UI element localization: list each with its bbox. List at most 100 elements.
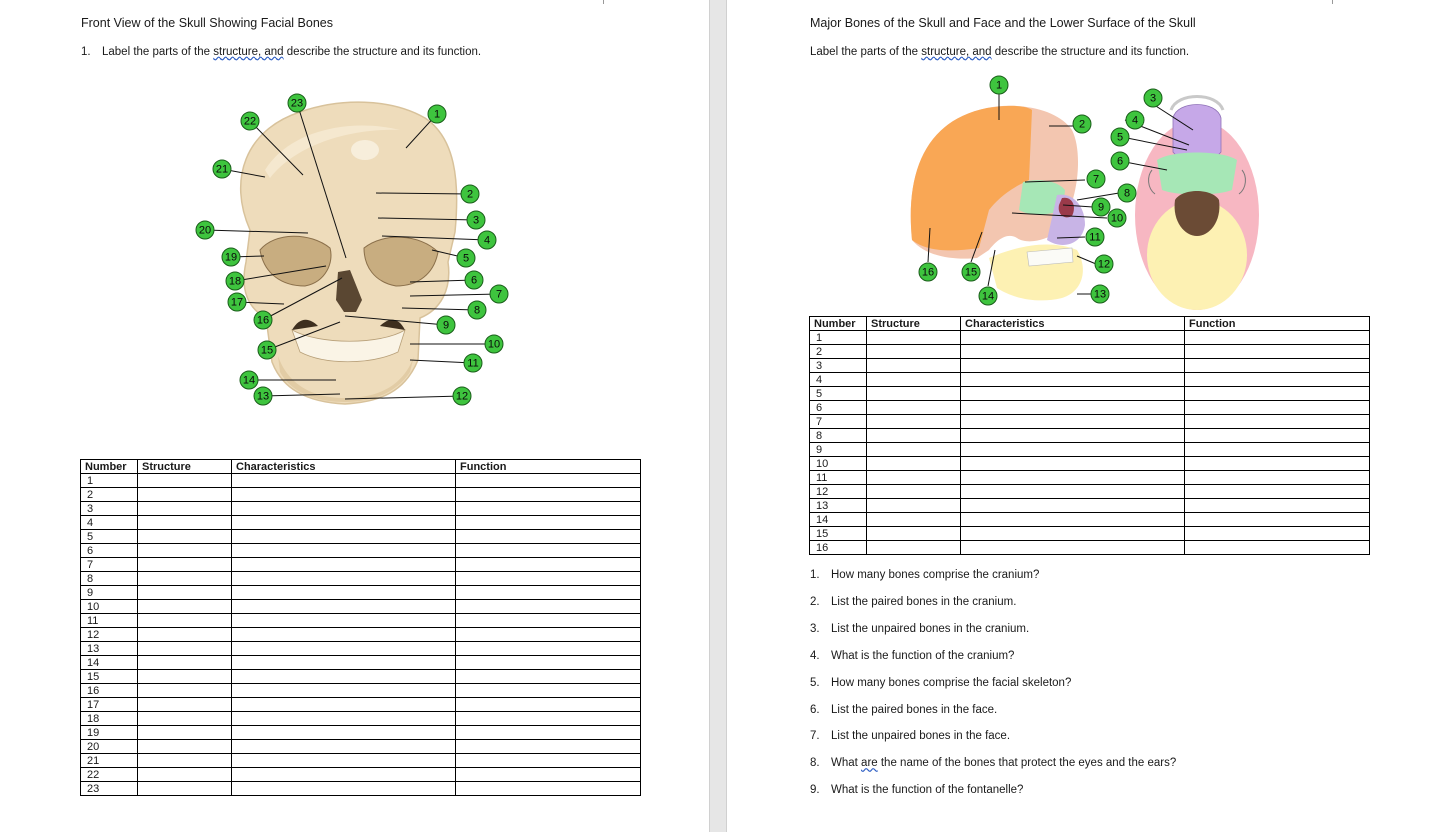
structure-cell[interactable] [866, 372, 961, 387]
characteristics-cell[interactable] [231, 669, 456, 684]
structure-cell[interactable] [137, 487, 232, 502]
function-cell[interactable] [455, 767, 641, 782]
characteristics-cell[interactable] [231, 473, 456, 488]
function-cell[interactable] [455, 585, 641, 600]
function-cell[interactable] [1184, 526, 1370, 541]
characteristics-cell[interactable] [960, 526, 1185, 541]
structure-cell[interactable] [137, 501, 232, 516]
structure-cell[interactable] [137, 739, 232, 754]
characteristics-cell[interactable] [960, 540, 1185, 555]
structure-cell[interactable] [137, 515, 232, 530]
characteristics-cell[interactable] [960, 428, 1185, 443]
structure-cell[interactable] [866, 498, 961, 513]
characteristics-cell[interactable] [960, 344, 1185, 359]
structure-cell[interactable] [137, 725, 232, 740]
function-cell[interactable] [455, 599, 641, 614]
structure-cell[interactable] [137, 781, 232, 796]
function-cell[interactable] [455, 543, 641, 558]
function-cell[interactable] [1184, 498, 1370, 513]
structure-cell[interactable] [137, 529, 232, 544]
characteristics-cell[interactable] [231, 557, 456, 572]
structure-cell[interactable] [137, 599, 232, 614]
structure-cell[interactable] [866, 512, 961, 527]
structure-cell[interactable] [137, 571, 232, 586]
function-cell[interactable] [455, 781, 641, 796]
characteristics-cell[interactable] [231, 501, 456, 516]
characteristics-cell[interactable] [960, 372, 1185, 387]
structure-cell[interactable] [137, 641, 232, 656]
structure-cell[interactable] [137, 627, 232, 642]
characteristics-cell[interactable] [231, 683, 456, 698]
characteristics-cell[interactable] [231, 613, 456, 628]
function-cell[interactable] [455, 697, 641, 712]
characteristics-cell[interactable] [960, 400, 1185, 415]
characteristics-cell[interactable] [231, 571, 456, 586]
characteristics-cell[interactable] [231, 627, 456, 642]
characteristics-cell[interactable] [960, 330, 1185, 345]
characteristics-cell[interactable] [231, 711, 456, 726]
structure-cell[interactable] [137, 655, 232, 670]
function-cell[interactable] [455, 557, 641, 572]
structure-cell[interactable] [137, 557, 232, 572]
structure-cell[interactable] [866, 442, 961, 457]
function-cell[interactable] [1184, 344, 1370, 359]
function-cell[interactable] [455, 683, 641, 698]
structure-cell[interactable] [866, 428, 961, 443]
function-cell[interactable] [455, 473, 641, 488]
function-cell[interactable] [455, 753, 641, 768]
structure-cell[interactable] [866, 358, 961, 373]
structure-cell[interactable] [866, 540, 961, 555]
function-cell[interactable] [455, 501, 641, 516]
function-cell[interactable] [455, 655, 641, 670]
characteristics-cell[interactable] [960, 442, 1185, 457]
characteristics-cell[interactable] [231, 515, 456, 530]
function-cell[interactable] [1184, 386, 1370, 401]
function-cell[interactable] [455, 711, 641, 726]
function-cell[interactable] [455, 613, 641, 628]
function-cell[interactable] [1184, 456, 1370, 471]
characteristics-cell[interactable] [231, 599, 456, 614]
characteristics-cell[interactable] [231, 641, 456, 656]
function-cell[interactable] [1184, 540, 1370, 555]
characteristics-cell[interactable] [231, 487, 456, 502]
function-cell[interactable] [455, 725, 641, 740]
characteristics-cell[interactable] [960, 484, 1185, 499]
structure-cell[interactable] [137, 669, 232, 684]
characteristics-cell[interactable] [960, 456, 1185, 471]
characteristics-cell[interactable] [231, 781, 456, 796]
function-cell[interactable] [1184, 400, 1370, 415]
structure-cell[interactable] [866, 386, 961, 401]
characteristics-cell[interactable] [231, 529, 456, 544]
characteristics-cell[interactable] [960, 470, 1185, 485]
function-cell[interactable] [455, 571, 641, 586]
structure-cell[interactable] [137, 697, 232, 712]
structure-cell[interactable] [866, 526, 961, 541]
structure-cell[interactable] [137, 585, 232, 600]
function-cell[interactable] [455, 627, 641, 642]
characteristics-cell[interactable] [960, 358, 1185, 373]
structure-cell[interactable] [866, 344, 961, 359]
function-cell[interactable] [1184, 512, 1370, 527]
function-cell[interactable] [455, 529, 641, 544]
structure-cell[interactable] [866, 456, 961, 471]
characteristics-cell[interactable] [231, 739, 456, 754]
characteristics-cell[interactable] [231, 655, 456, 670]
characteristics-cell[interactable] [231, 585, 456, 600]
structure-cell[interactable] [866, 414, 961, 429]
structure-cell[interactable] [137, 543, 232, 558]
structure-cell[interactable] [137, 473, 232, 488]
function-cell[interactable] [455, 487, 641, 502]
characteristics-cell[interactable] [960, 414, 1185, 429]
characteristics-cell[interactable] [231, 753, 456, 768]
structure-cell[interactable] [866, 330, 961, 345]
function-cell[interactable] [1184, 330, 1370, 345]
structure-cell[interactable] [137, 753, 232, 768]
characteristics-cell[interactable] [231, 543, 456, 558]
function-cell[interactable] [455, 669, 641, 684]
structure-cell[interactable] [137, 767, 232, 782]
function-cell[interactable] [1184, 470, 1370, 485]
structure-cell[interactable] [137, 711, 232, 726]
characteristics-cell[interactable] [231, 725, 456, 740]
structure-cell[interactable] [137, 613, 232, 628]
structure-cell[interactable] [866, 400, 961, 415]
